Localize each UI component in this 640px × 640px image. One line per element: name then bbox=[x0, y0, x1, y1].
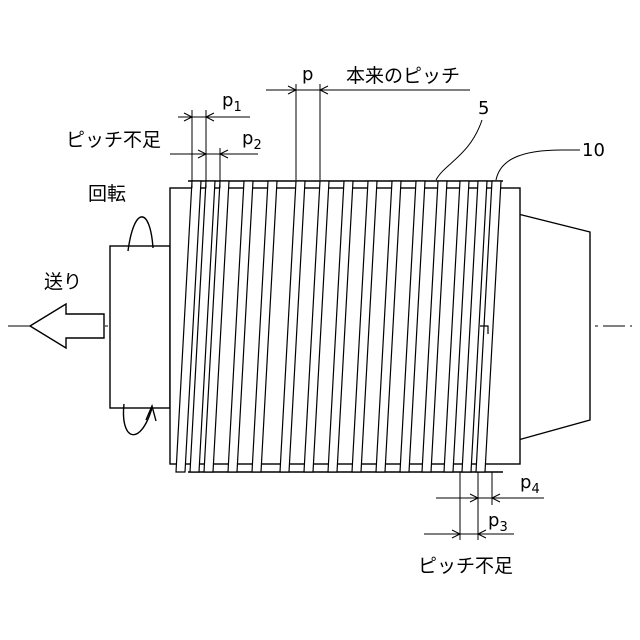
original-pitch-label: 本来のピッチ bbox=[346, 65, 460, 87]
leader-5 bbox=[436, 120, 482, 180]
p4-label: p4 bbox=[520, 472, 540, 497]
feed-arrow bbox=[30, 304, 104, 348]
p-label: p bbox=[302, 64, 313, 85]
p3-label: p3 bbox=[488, 510, 508, 535]
pitch-shortage-top-label: ピッチ不足 bbox=[66, 129, 161, 151]
p1-label: p1 bbox=[222, 90, 242, 115]
feed-label: 送り bbox=[44, 271, 82, 293]
p2-label: p2 bbox=[242, 128, 262, 153]
rotation-label: 回転 bbox=[88, 183, 126, 205]
leader-10 bbox=[496, 150, 580, 180]
left-shaft bbox=[110, 246, 170, 408]
ref-10-label: 10 bbox=[582, 140, 605, 161]
right-cone bbox=[518, 214, 590, 440]
ref-5-label: 5 bbox=[478, 98, 489, 119]
pitch-shortage-bottom-label: ピッチ不足 bbox=[418, 555, 513, 577]
